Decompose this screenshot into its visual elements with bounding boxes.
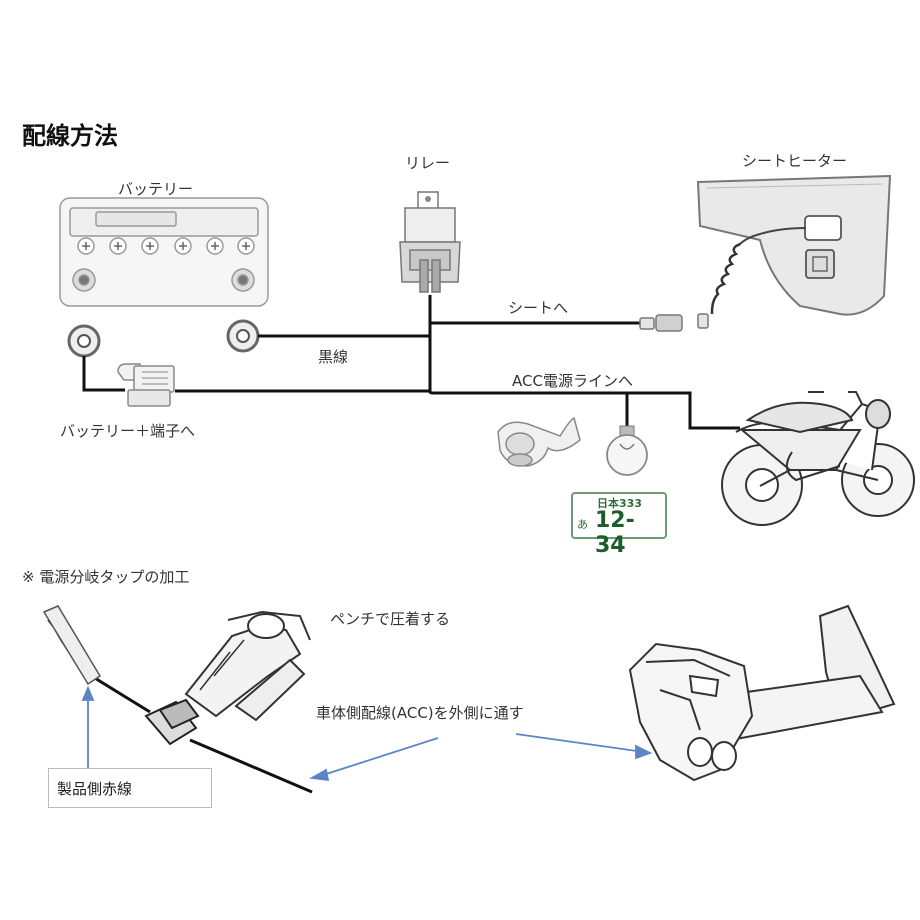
motorcycle-illustration (721, 391, 915, 526)
battery-ring-terminal-left (67, 324, 101, 358)
pliers-label: ペンチで圧着する (330, 610, 451, 628)
acc-line-label: ACC電源ラインへ (512, 372, 633, 390)
wires (82, 295, 740, 430)
pass-wire-label: 車体側配線(ACC)を外側に通す (316, 704, 524, 722)
relay-illustration (399, 191, 461, 293)
to-seat-label: シートへ (508, 299, 569, 317)
black-wire-label: 黒線 (318, 348, 349, 366)
pliers-illustration (184, 610, 311, 722)
crimped-tap-detail-illustration (628, 604, 896, 782)
plate-number: 12-34 (595, 508, 635, 558)
battery-illustration (59, 197, 269, 307)
note-label: ※ 電源分岐タップの加工 (22, 568, 190, 586)
seat-heater-label: シートヒーター (742, 152, 848, 170)
license-plate: 日本333 あ 12-34 (571, 492, 667, 558)
headlight-illustration (497, 416, 581, 467)
wire-sleeve-illustration (42, 605, 102, 686)
lamp-bulb-illustration (606, 425, 648, 476)
plate-kana: あ (577, 518, 588, 531)
product-red-wire-label: 製品側赤線 (48, 768, 212, 808)
seat-connector-illustration (639, 313, 709, 332)
battery-plus-label: バッテリー＋端子へ (60, 422, 196, 440)
seat-heater-illustration (696, 174, 892, 316)
battery-ring-terminal-right (226, 319, 260, 353)
tap-connector-illustration (144, 698, 200, 746)
arrows (81, 685, 653, 782)
plate-region: 日本333 (597, 497, 642, 510)
battery-label: バッテリー (118, 180, 194, 198)
page-title: 配線方法 (22, 122, 118, 150)
fuse-holder-illustration (117, 363, 175, 407)
relay-label: リレー (405, 154, 451, 172)
